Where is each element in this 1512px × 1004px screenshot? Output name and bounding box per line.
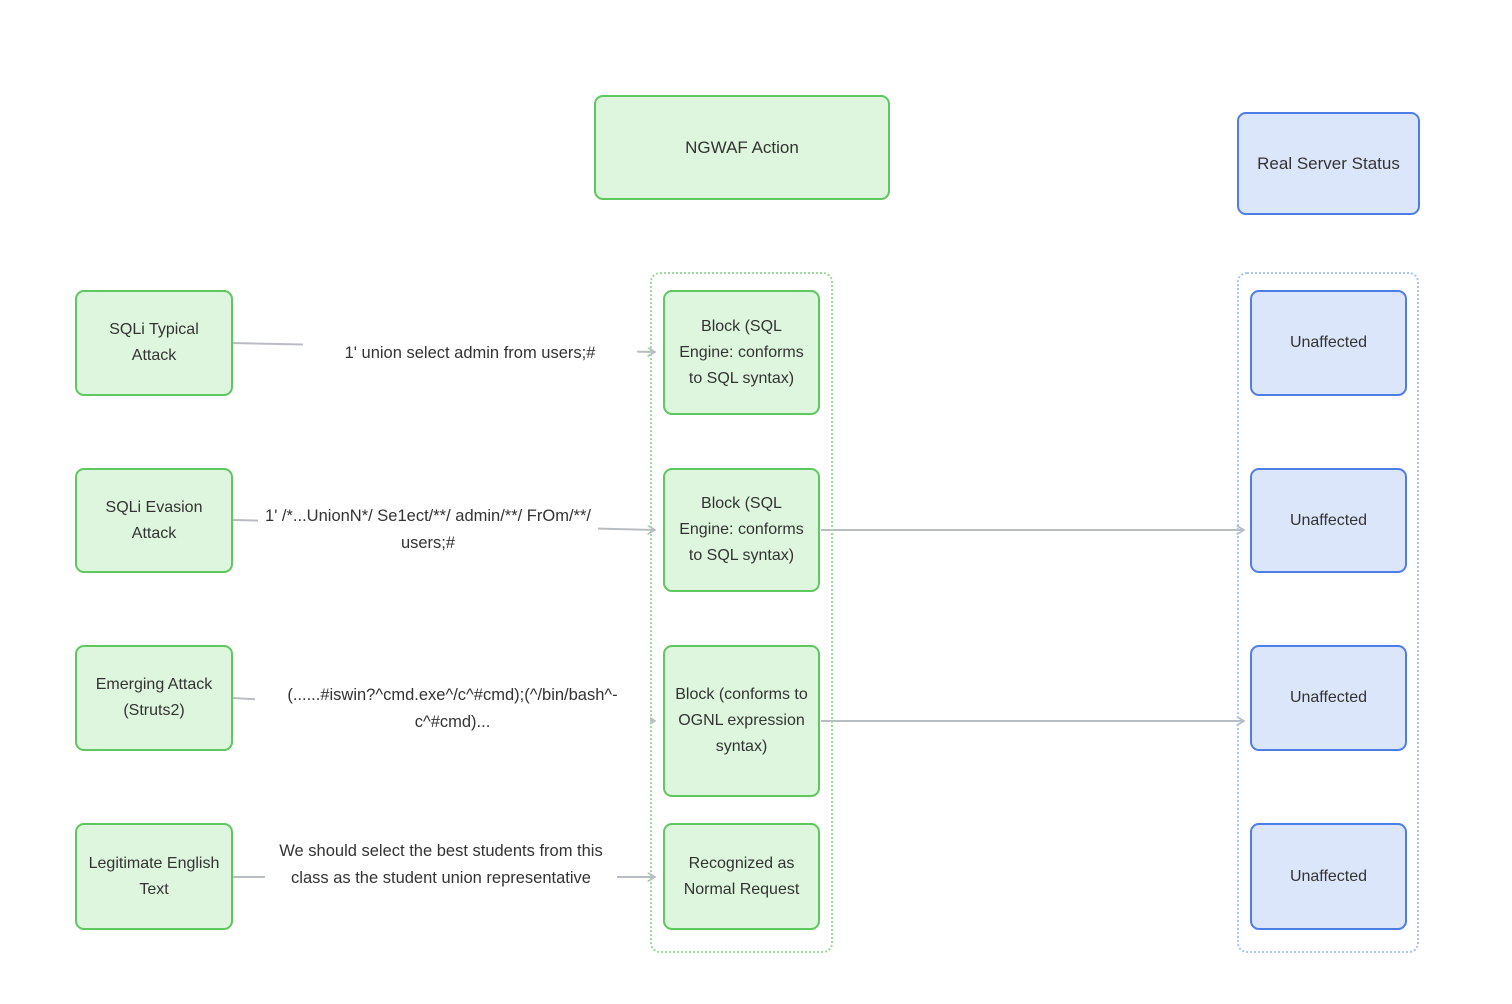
node-label: Recognized as Normal Request <box>683 854 800 898</box>
node-input-emerging-struts2: Emerging Attack (Struts2) <box>75 645 233 751</box>
edge-label-payload-row2: 1' /*...UnionN*/ Se1ect/**/ admin/**/ Fr… <box>258 503 598 557</box>
node-input-sqli-typical: SQLi Typical Attack <box>75 290 233 396</box>
node-input-sqli-evasion: SQLi Evasion Attack <box>75 468 233 573</box>
node-label: Unaffected <box>1289 867 1368 885</box>
node-label: SQLi Typical Attack <box>109 321 199 364</box>
node-ngwaf-action-title: NGWAF Action <box>594 95 890 200</box>
ngwaf-action-title-label: NGWAF Action <box>685 137 799 157</box>
node-label: Unaffected <box>1289 511 1368 529</box>
node-server-unaffected-3: Unaffected <box>1250 645 1407 751</box>
node-label: Unaffected <box>1289 689 1368 706</box>
edge-label-payload-row1: 1' union select admin from users;# <box>303 340 637 367</box>
node-label: SQLi Evasion Attack <box>105 498 203 542</box>
node-input-legitimate-text: Legitimate English Text <box>75 823 233 930</box>
node-action-block-sql-1: Block (SQL Engine: conforms to SQL synta… <box>663 290 820 415</box>
ngwaf-action-group <box>650 272 833 953</box>
node-action-normal-request: Recognized as Normal Request <box>663 823 820 930</box>
real-server-status-title-label: Real Server Status <box>1257 153 1400 173</box>
edge-label-payload-row4: We should select the best students from … <box>265 838 617 892</box>
node-label: Block (conforms to OGNL expression synta… <box>675 686 808 755</box>
node-label: Block (SQL Engine: conforms to SQL synta… <box>679 317 804 387</box>
node-server-unaffected-4: Unaffected <box>1250 823 1407 930</box>
node-label: Unaffected <box>1289 334 1368 351</box>
node-server-unaffected-2: Unaffected <box>1250 468 1407 573</box>
node-real-server-status-title: Real Server Status <box>1237 112 1420 215</box>
node-action-block-sql-2: Block (SQL Engine: conforms to SQL synta… <box>663 468 820 592</box>
server-status-group <box>1237 272 1419 953</box>
edge-label-payload-row3: (......#iswin?^cmd.exe^/c^#cmd);(^/bin/b… <box>255 682 650 736</box>
node-label: Emerging Attack (Struts2) <box>95 676 213 719</box>
node-label: Block (SQL Engine: conforms to SQL synta… <box>679 495 804 564</box>
node-label: Legitimate English Text <box>88 854 220 898</box>
node-server-unaffected-1: Unaffected <box>1250 290 1407 396</box>
node-action-block-ognl: Block (conforms to OGNL expression synta… <box>663 645 820 797</box>
